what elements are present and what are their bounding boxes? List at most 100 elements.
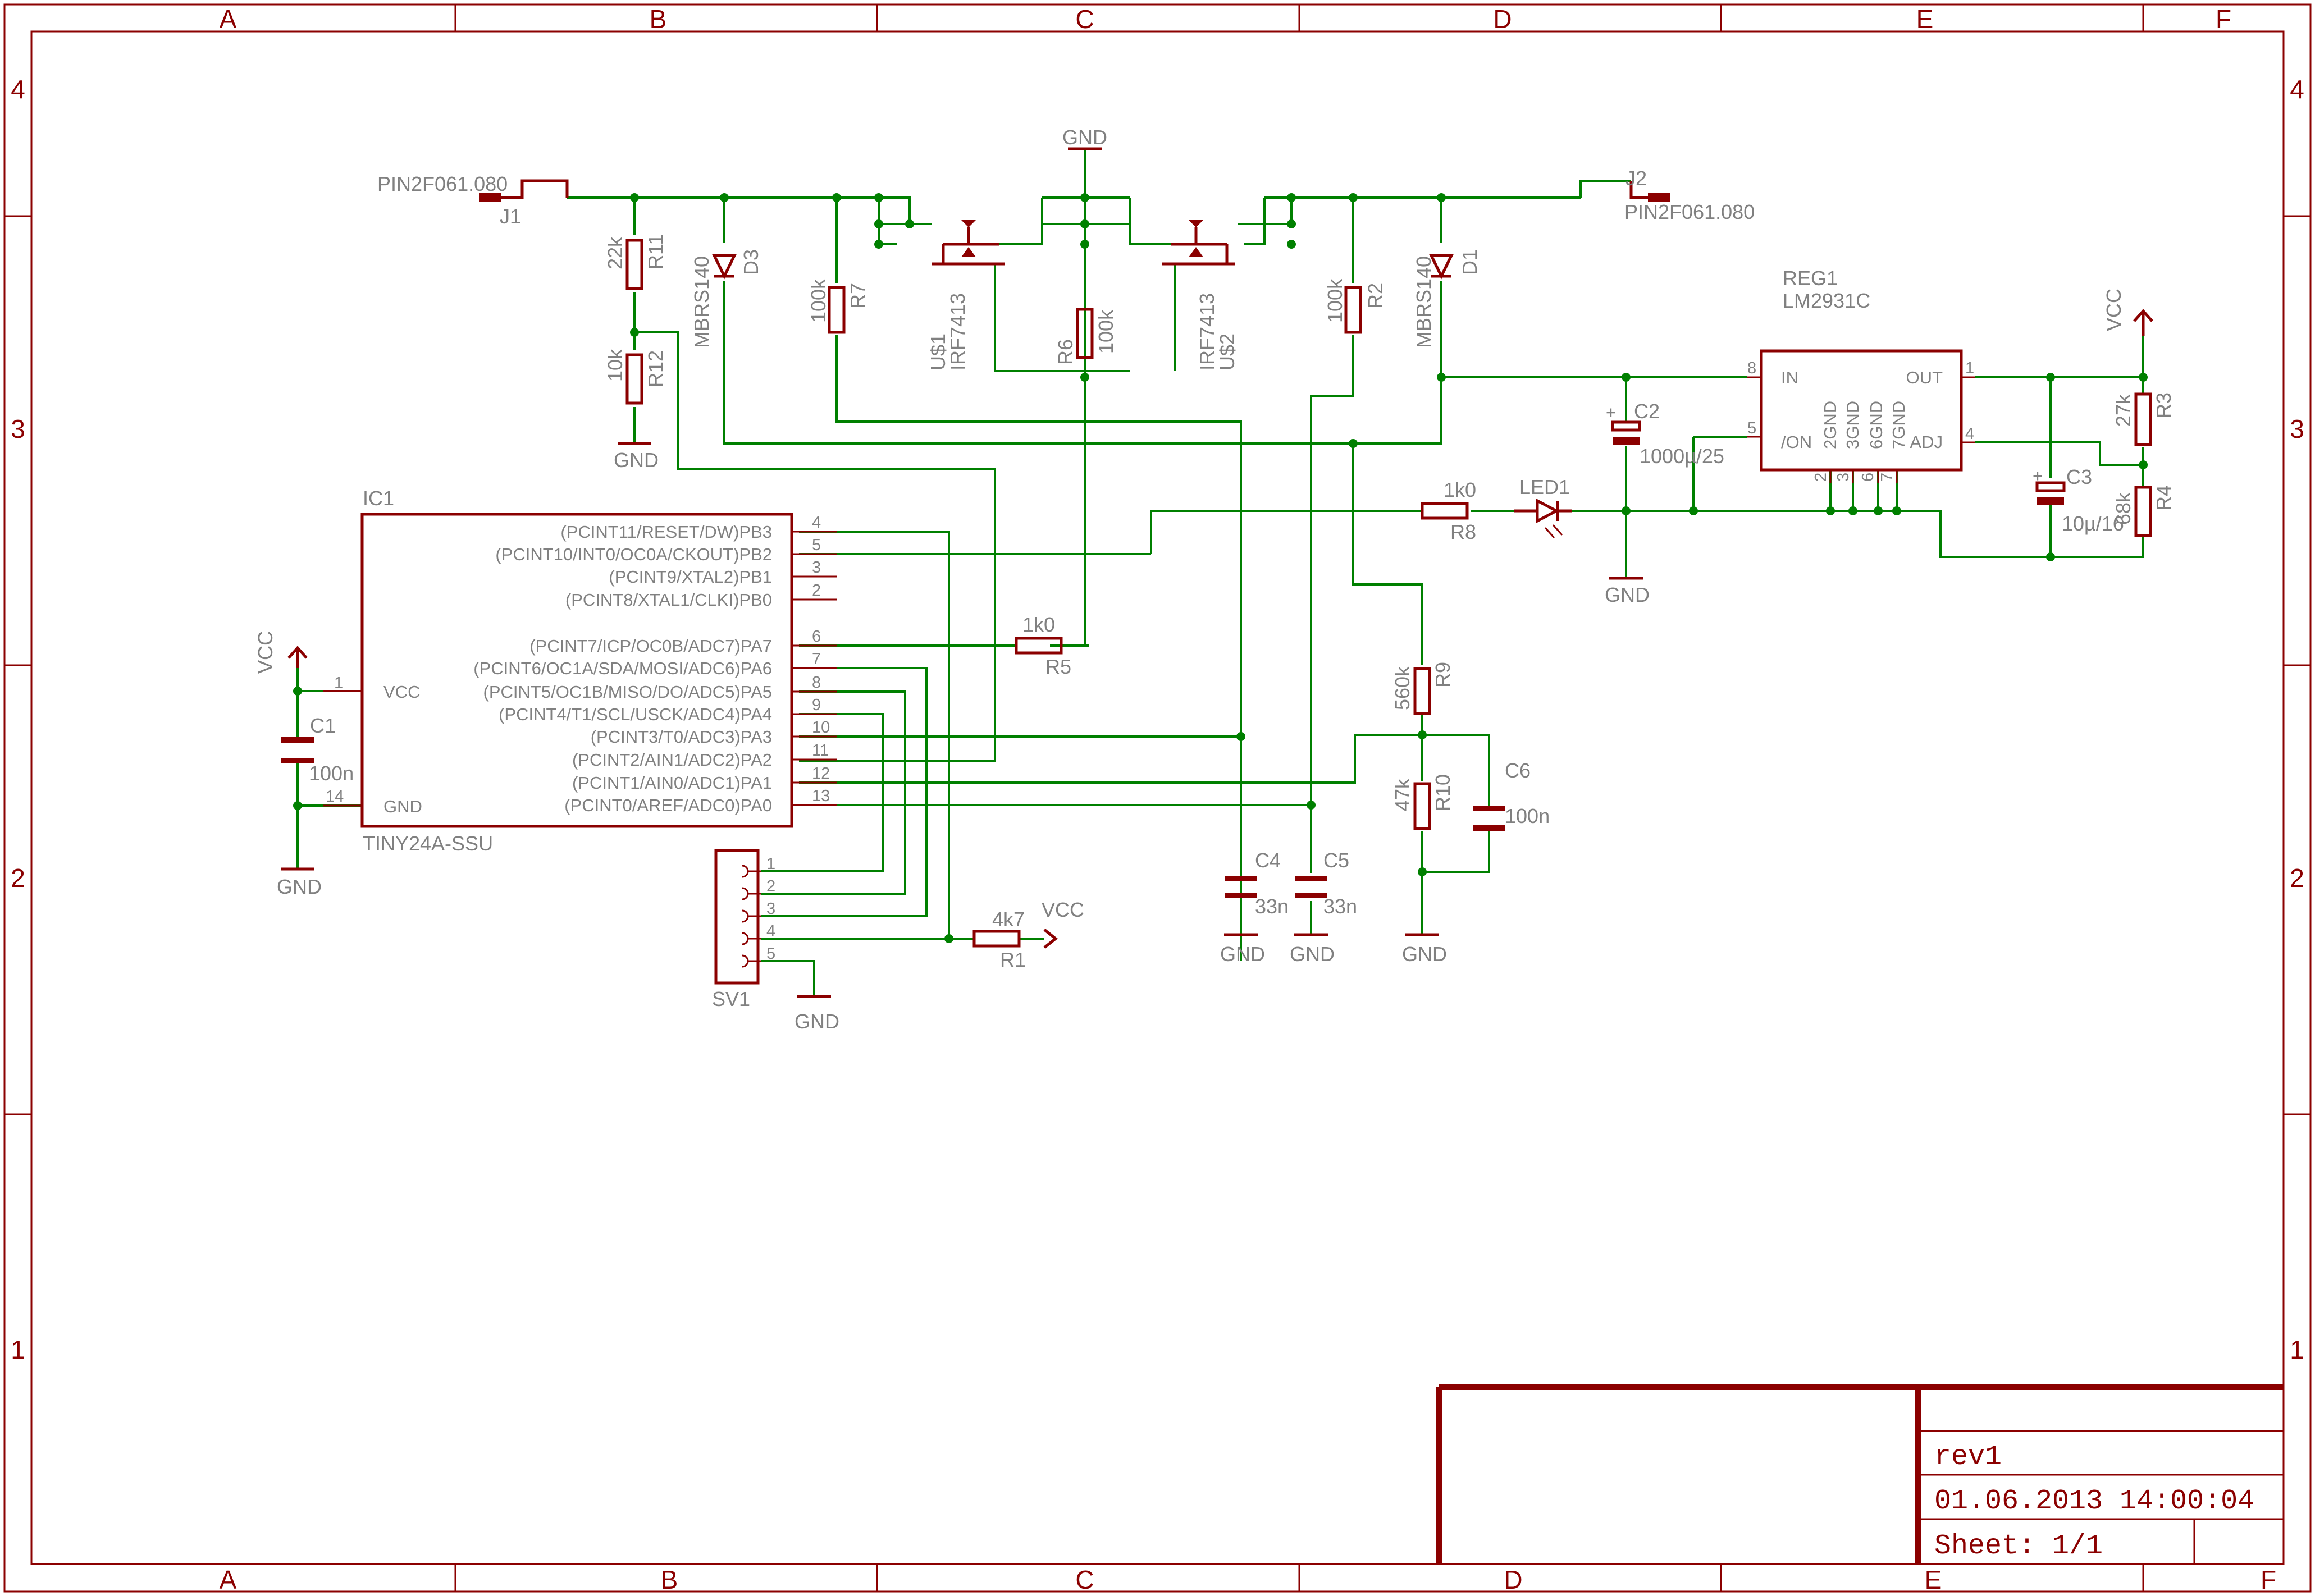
- led-led1: LED1: [1514, 475, 1572, 538]
- reg1-gnd-num: 2: [1812, 473, 1830, 482]
- ic1-pin-num: 13: [812, 787, 830, 805]
- vcc-r1: VCC: [1042, 898, 1084, 949]
- reg1-lm2931c: REG1 LM2931C 8 IN 5 /ON 1 OUT 4 ADJ 2GND…: [1747, 267, 1975, 483]
- vcc-ic1: VCC: [254, 631, 308, 674]
- r6-value: 100k: [1094, 309, 1117, 354]
- j2-name: J2: [1625, 167, 1647, 190]
- resistor-r7: 100k R7: [807, 278, 869, 334]
- reg1-pin-num-on: 5: [1747, 419, 1756, 437]
- u1-value: IRF7413: [946, 293, 969, 371]
- resistor-r5: 1k0 R5: [1015, 613, 1071, 678]
- c1-value: 100n: [309, 762, 354, 785]
- gnd-r12: GND: [614, 442, 659, 472]
- capacitor-c4: C4 33n: [1225, 849, 1289, 918]
- led1-name: LED1: [1519, 475, 1570, 499]
- reg1-gnd-num: 6: [1859, 473, 1877, 482]
- capacitor-c5: C5 33n: [1295, 849, 1357, 918]
- ic1-pin-num: 8: [812, 674, 821, 692]
- gnd-c2: GND: [1605, 577, 1650, 606]
- col-label-b: B: [650, 4, 667, 34]
- mosfet-u2: IRF7413 U$2: [1162, 220, 1239, 371]
- ic1-pin-num: 3: [812, 559, 821, 577]
- r4-name: R4: [2152, 485, 2175, 511]
- u1-name: U$1: [926, 333, 949, 371]
- c6-value: 100n: [1505, 804, 1550, 827]
- reg1-pin-label-on: /ON: [1781, 432, 1812, 452]
- col-label-e: E: [1916, 4, 1934, 34]
- j1-value: PIN2F061.080: [377, 172, 508, 195]
- ic1-pin-label: (PCINT4/T1/SCL/USCK/ADC4)PA4: [499, 705, 772, 724]
- r3-name: R3: [2152, 392, 2175, 418]
- u2-name: U$2: [1216, 333, 1239, 371]
- junctions: [293, 193, 2148, 943]
- ic1-pin-label: (PCINT2/AIN1/ADC2)PA2: [572, 750, 772, 770]
- resistor-r11: 22k R11: [604, 234, 667, 290]
- row-label-3-right: 3: [2290, 414, 2304, 443]
- reg1-gnd-label: 6GND: [1866, 401, 1886, 449]
- j2-value: PIN2F061.080: [1624, 200, 1755, 223]
- reg1-gnd-label: 3GND: [1843, 401, 1862, 449]
- mosfet-u1: U$1 IRF7413: [926, 220, 1005, 371]
- reg1-pin-num-in: 8: [1747, 359, 1756, 377]
- c3-plus: +: [2033, 466, 2043, 486]
- resistor-r4: 68k R4: [2112, 485, 2175, 537]
- r12-name: R12: [644, 350, 667, 387]
- c1-name: C1: [310, 714, 336, 737]
- svg-text:VCC: VCC: [2102, 289, 2125, 331]
- connector-j2: J2 PIN2F061.080: [1624, 167, 1755, 223]
- reg1-gnd-label: 2GND: [1820, 401, 1840, 449]
- d1-value: MBRS140: [1412, 256, 1435, 348]
- reg1-name: REG1: [1783, 267, 1838, 290]
- col-label-c: C: [1075, 4, 1094, 34]
- ic1-right-pins: 4 5 3 2 6 7 8 9 10 11 12 13 (PCINT11/RES…: [473, 514, 837, 815]
- r9-name: R9: [1431, 662, 1454, 688]
- r11-name: R11: [644, 234, 667, 269]
- gnd-top-center: GND: [1062, 126, 1107, 150]
- r10-value: 47k: [1391, 778, 1414, 811]
- ic1-pin-label: (PCINT6/OC1A/SDA/MOSI/ADC6)PA6: [473, 658, 772, 678]
- header-sv1: 1 2 3 4 5 SV1: [712, 849, 775, 1010]
- ic1-pin-num-14: 14: [326, 788, 344, 806]
- ic1-name: IC1: [363, 487, 394, 510]
- r12-value: 10k: [604, 349, 627, 382]
- ic1-pin-label: (PCINT3/T0/ADC3)PA3: [591, 727, 772, 747]
- sv1-pin-num: 1: [766, 855, 775, 873]
- row-label-1-right: 1: [2290, 1335, 2304, 1364]
- row-label-2-right: 2: [2290, 863, 2304, 893]
- capacitor-c1: C1 100n: [281, 714, 354, 785]
- svg-text:GND: GND: [1062, 126, 1107, 149]
- row-label-4-right: 4: [2290, 75, 2304, 104]
- r7-name: R7: [846, 283, 869, 309]
- reg1-pin-label-in: IN: [1781, 368, 1798, 387]
- ic1-pin-label: (PCINT0/AREF/ADC0)PA0: [564, 795, 772, 815]
- reg1-value: LM2931C: [1783, 289, 1870, 312]
- c3-name: C3: [2066, 465, 2092, 488]
- ic1-pin-label: (PCINT5/OC1B/MISO/DO/ADC5)PA5: [483, 682, 772, 702]
- ic1-pin-num: 10: [812, 719, 830, 737]
- c2-name: C2: [1634, 400, 1660, 423]
- r9-value: 560k: [1391, 666, 1414, 710]
- ic1-pin-label-vcc: VCC: [383, 682, 420, 702]
- col-label-a-bottom: A: [220, 1565, 237, 1594]
- svg-text:VCC: VCC: [1042, 898, 1084, 921]
- c5-name: C5: [1323, 849, 1349, 872]
- reg1-pin-num-adj: 4: [1965, 425, 1974, 443]
- ic1-pin-num: 11: [812, 742, 829, 760]
- svg-text:GND: GND: [1290, 943, 1335, 966]
- col-label-b-bottom: B: [661, 1565, 678, 1594]
- r1-name: R1: [1000, 948, 1026, 971]
- col-label-d: D: [1493, 4, 1512, 34]
- r2-value: 100k: [1323, 278, 1346, 323]
- date-text: 01.06.2013 14:00:04: [1934, 1485, 2254, 1517]
- col-label-d-bottom: D: [1504, 1565, 1522, 1594]
- resistor-r3: 27k R3: [2112, 392, 2175, 446]
- reg1-gnd-num: 7: [1878, 473, 1896, 482]
- j1-name: J1: [500, 205, 521, 228]
- ic1-pin-num: 6: [812, 628, 821, 646]
- ic1-tiny24a: IC1 TINY24A-SSU 1 VCC 14 GND 4 5 3 2 6: [323, 487, 837, 855]
- c2-value: 1000µ/25: [1640, 445, 1724, 468]
- svg-text:GND: GND: [795, 1010, 839, 1033]
- r2-name: R2: [1364, 283, 1387, 309]
- r5-name: R5: [1045, 655, 1071, 678]
